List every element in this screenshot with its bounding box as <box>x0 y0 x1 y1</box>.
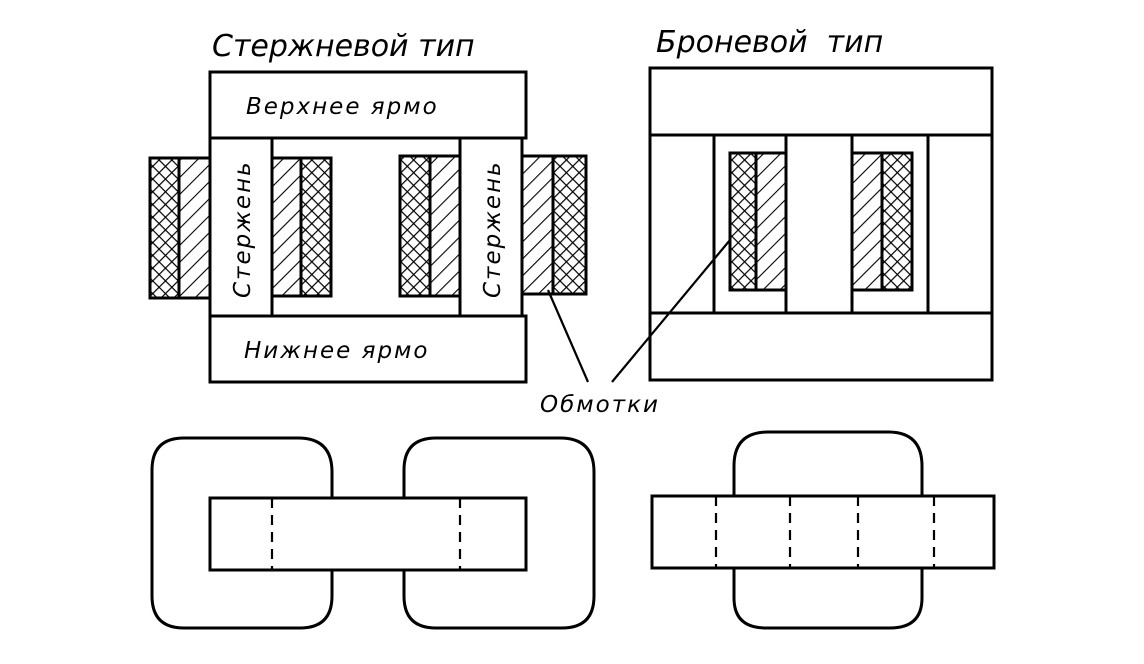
left-winding-outline <box>150 436 334 630</box>
left-limb <box>208 136 274 318</box>
core-type-title: Стержневой тип <box>212 29 475 64</box>
windings-leader-lines <box>546 239 731 383</box>
upper-yoke-label: Верхнее ярмо <box>246 94 439 120</box>
lower-yoke-label: Нижнее ярмо <box>244 338 429 364</box>
right-limb-label: Стержень <box>480 160 506 298</box>
windings-label: Обмотки <box>540 392 660 418</box>
shell-windings-right <box>850 151 914 292</box>
lower-yoke <box>208 314 528 384</box>
right-limb-windings <box>398 154 588 298</box>
shell-type-title: Броневой тип <box>656 25 883 60</box>
shell-type-plan-view <box>650 430 996 630</box>
shell-type-section: Броневой тип <box>648 25 994 382</box>
core-cross-section <box>208 496 528 572</box>
shell-windings-left <box>728 151 788 292</box>
core-type-section: Стержневой тип Верхнее ярмо Нижнее ярмо … <box>148 29 588 384</box>
shell-core-cross-section <box>650 494 996 570</box>
shell-winding-outline <box>732 430 924 630</box>
core-type-plan-view <box>150 436 596 630</box>
right-winding-outline <box>402 436 596 630</box>
left-limb-windings <box>148 156 333 300</box>
shell-core-outline <box>648 66 994 382</box>
upper-yoke <box>208 70 528 140</box>
left-limb-label: Стержень <box>230 160 256 298</box>
